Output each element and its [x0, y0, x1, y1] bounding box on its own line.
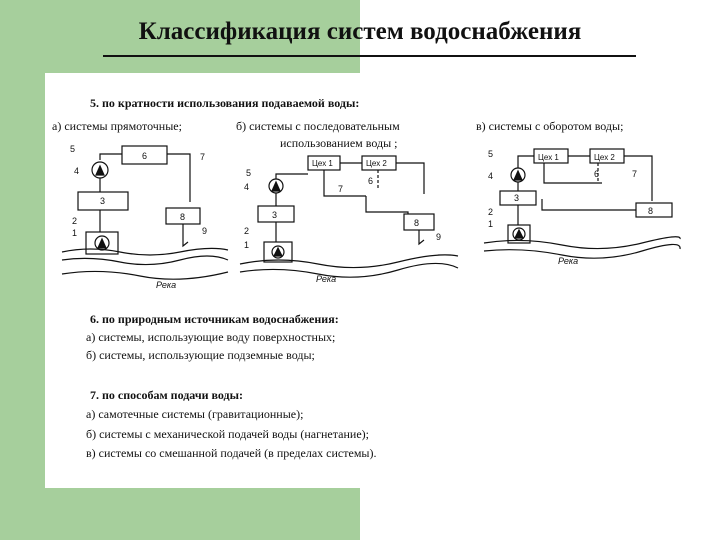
diagram-a-num-2: 2 — [72, 216, 77, 226]
section7-item-c: в) системы со смешанной подачей (в преде… — [86, 446, 377, 460]
diagram-a-num-7: 7 — [200, 152, 205, 162]
diagram-a-num-4: 4 — [74, 166, 79, 176]
diagram-b-num-3: 3 — [272, 210, 277, 220]
diagram-c-num-3: 3 — [514, 193, 519, 203]
diagram-b-num-9: 9 — [436, 232, 441, 242]
section7-item-b: б) системы с механической подачей воды (… — [86, 427, 369, 441]
diagram-c-num-1: 1 — [488, 219, 493, 229]
diagram-b-num-4: 4 — [244, 182, 249, 192]
diagram-c-num-6: 6 — [594, 169, 599, 179]
diagram-b-num-2: 2 — [244, 226, 249, 236]
title-underline — [103, 55, 636, 57]
diagram-c-river-label: Река — [558, 256, 578, 266]
diagram-b-workshop2: Цех 2 — [366, 159, 387, 168]
diagram-c-workshop2: Цех 2 — [594, 153, 615, 162]
diagram-b-num-5: 5 — [246, 168, 251, 178]
diagram-b-num-6: 6 — [368, 176, 373, 186]
diagram-a-river-label: Река — [156, 280, 176, 290]
diagram-a-num-6: 6 — [142, 151, 147, 161]
section7-heading: 7. по способам подачи воды: — [90, 388, 243, 402]
section6-item-a: а) системы, использующие воду поверхност… — [86, 330, 336, 344]
diagram-c-num-5: 5 — [488, 149, 493, 159]
section6-heading: 6. по природным источникам водоснабжения… — [90, 312, 339, 326]
diagram-b-workshop1: Цех 1 — [312, 159, 333, 168]
section7-item-a: а) самотечные системы (гравитационные); — [86, 407, 304, 421]
section6-item-b: б) системы, использующие подземные воды; — [86, 348, 315, 362]
section5-option-a: а) системы прямоточные; — [52, 119, 182, 133]
diagram-sequential-use: Цех 1 Цех 2 5 7 6 4 3 8 2 1 9 Река — [239, 155, 459, 284]
section5-option-c: в) системы с оборотом воды; — [476, 119, 624, 133]
diagram-b-river-label: Река — [316, 274, 336, 284]
section5-option-b-line1: б) системы с последовательным — [236, 119, 400, 133]
diagram-c-workshop1: Цех 1 — [538, 153, 559, 162]
diagram-once-through: 5 6 7 4 3 8 2 1 9 Река — [61, 144, 229, 290]
diagram-a-num-3: 3 — [100, 196, 105, 206]
diagram-a-num-8: 8 — [180, 212, 185, 222]
diagram-a-num-9: 9 — [202, 226, 207, 236]
slide-title: Классификация систем водоснабжения — [138, 18, 582, 45]
section5-heading: 5. по кратности использования подаваемой… — [90, 96, 360, 110]
diagram-b-num-1: 1 — [244, 240, 249, 250]
content-card — [45, 73, 695, 488]
diagram-c-num-7: 7 — [632, 169, 637, 179]
diagram-a-num-1: 1 — [72, 228, 77, 238]
diagram-b-num-8: 8 — [414, 218, 419, 228]
diagram-c-num-4: 4 — [488, 171, 493, 181]
diagram-b-num-7: 7 — [338, 184, 343, 194]
diagram-a-num-5: 5 — [70, 144, 75, 154]
section5-option-b-line2: использованием воды ; — [280, 136, 398, 150]
diagram-c-num-8: 8 — [648, 206, 653, 216]
diagram-c-num-2: 2 — [488, 207, 493, 217]
diagram-recirculating: Цех 1 Цех 2 5 7 6 4 3 8 2 1 Река — [483, 148, 681, 266]
